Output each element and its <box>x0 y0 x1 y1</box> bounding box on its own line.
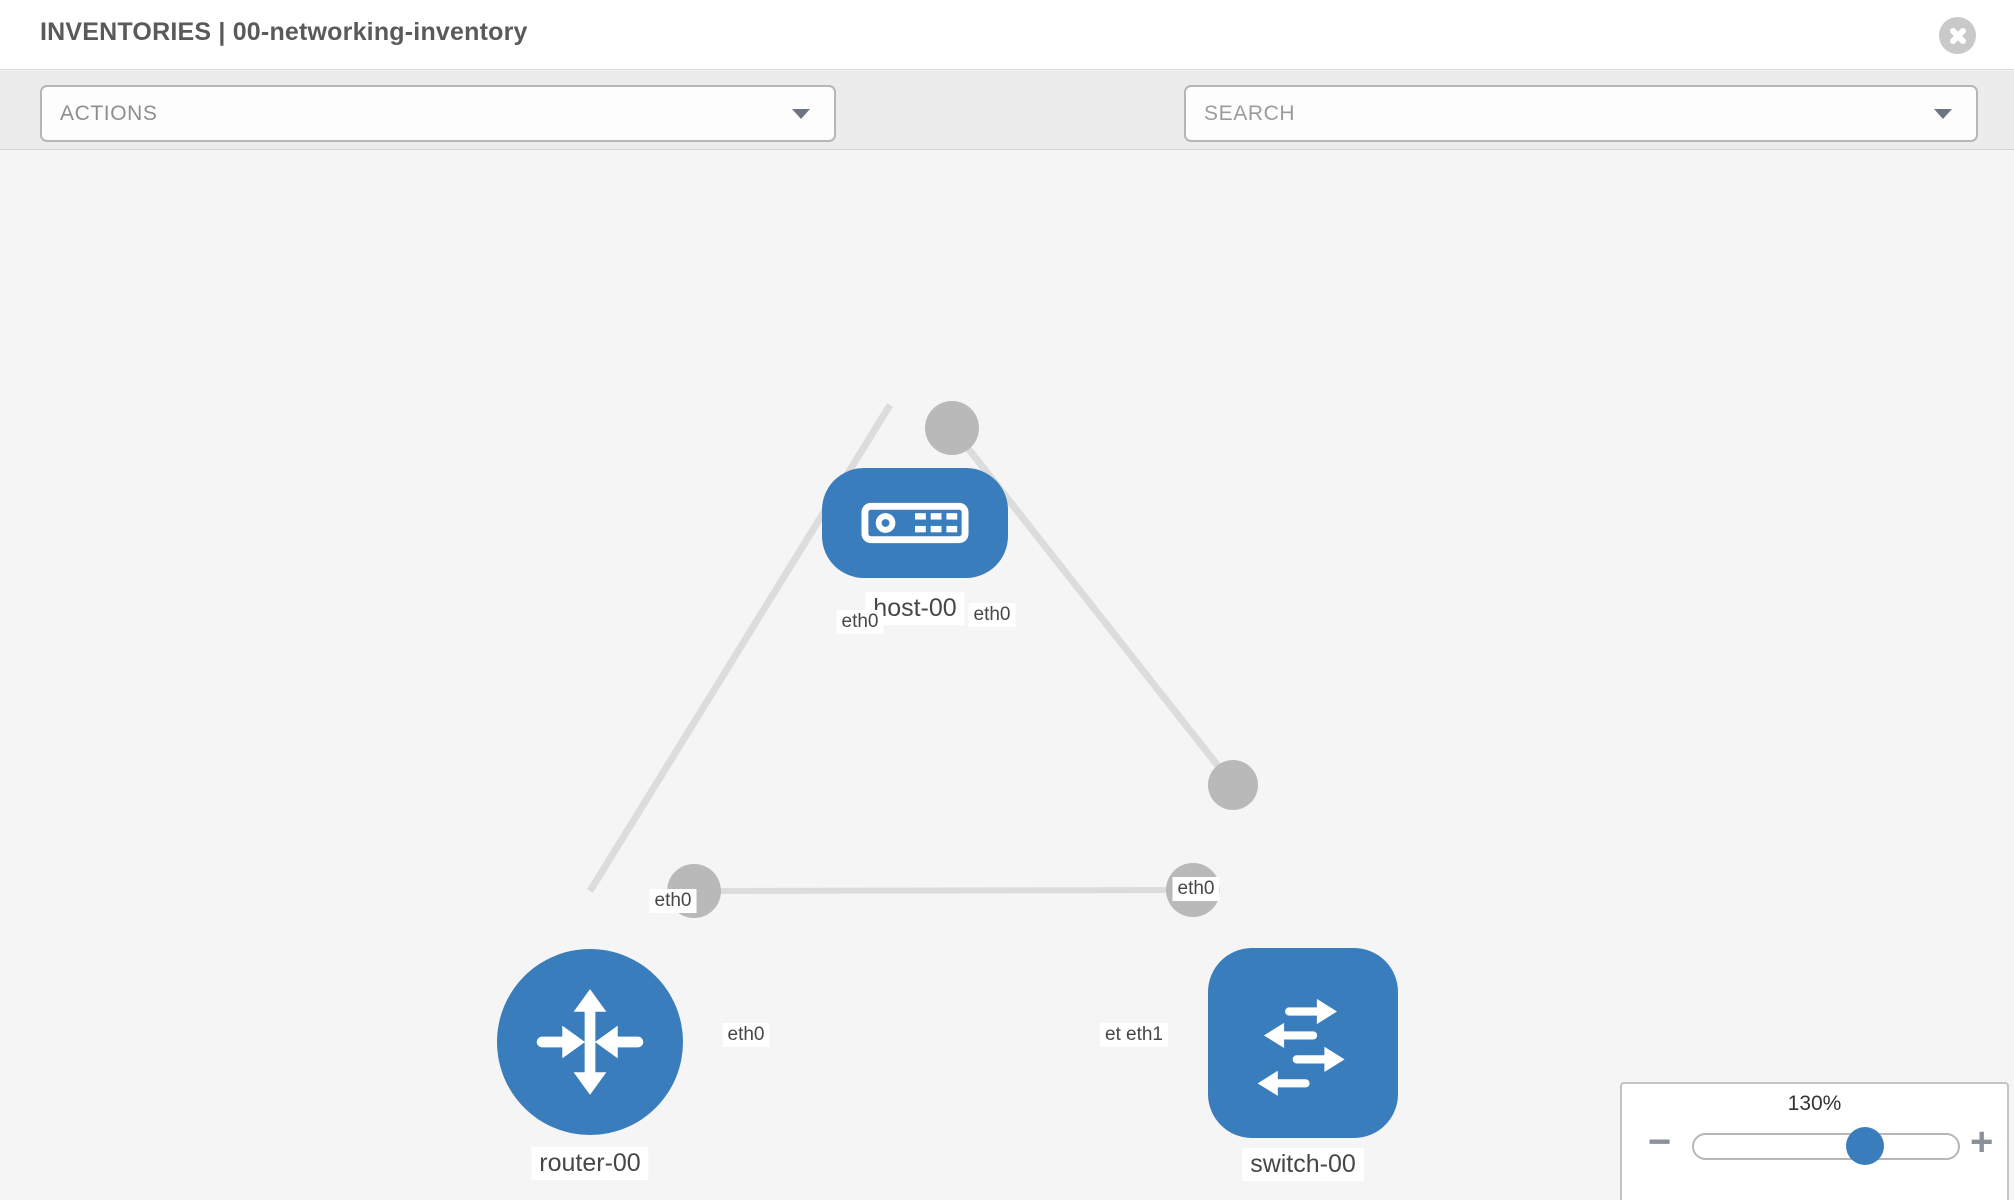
page-title: INVENTORIES | 00-networking-inventory <box>40 18 528 46</box>
zoom-panel: 130% − + <box>1620 1082 2009 1200</box>
actions-dropdown[interactable]: ACTIONS <box>40 85 836 142</box>
actions-dropdown-label: ACTIONS <box>60 101 158 125</box>
zoom-slider-knob[interactable] <box>1846 1127 1884 1165</box>
close-icon[interactable] <box>1939 17 1976 54</box>
iface-label: eth0 <box>649 889 697 913</box>
node-switch-00[interactable] <box>1208 948 1398 1138</box>
node-label-switch: switch-00 <box>1242 1148 1364 1181</box>
page-header: INVENTORIES | 00-networking-inventory <box>0 0 2014 70</box>
search-input[interactable] <box>1186 100 1934 127</box>
chevron-down-icon <box>792 108 810 119</box>
router-icon <box>536 989 644 1095</box>
interface-connector[interactable] <box>925 401 979 455</box>
interface-connector[interactable] <box>1208 760 1258 810</box>
server-icon <box>861 502 969 544</box>
node-router-00[interactable] <box>497 949 683 1135</box>
zoom-out-minus-icon[interactable]: − <box>1648 1120 1672 1164</box>
iface-label: eth0 <box>836 610 884 634</box>
topology-canvas[interactable]: host-00 router-00 switch-00 eth0 eth0 et… <box>0 151 2014 1200</box>
link-router-switch[interactable] <box>693 887 1194 894</box>
zoom-level-value: 130% <box>1787 1092 1842 1115</box>
zoom-in-plus-icon[interactable]: + <box>1970 1120 1994 1164</box>
search-dropdown[interactable] <box>1184 85 1978 142</box>
iface-label: eth0 <box>722 1023 770 1047</box>
toolbar: ACTIONS <box>0 71 2014 200</box>
iface-label: eth0 <box>968 603 1016 627</box>
chevron-down-icon <box>1934 108 1952 119</box>
iface-label: eth0 <box>1172 877 1220 901</box>
iface-label: eth1 <box>1121 1023 1168 1047</box>
zoom-slider-track[interactable] <box>1692 1133 1960 1160</box>
node-host-00[interactable] <box>822 468 1008 578</box>
topology-links-layer <box>587 401 1258 918</box>
node-label-router: router-00 <box>531 1147 649 1180</box>
switch-icon <box>1257 998 1345 1096</box>
